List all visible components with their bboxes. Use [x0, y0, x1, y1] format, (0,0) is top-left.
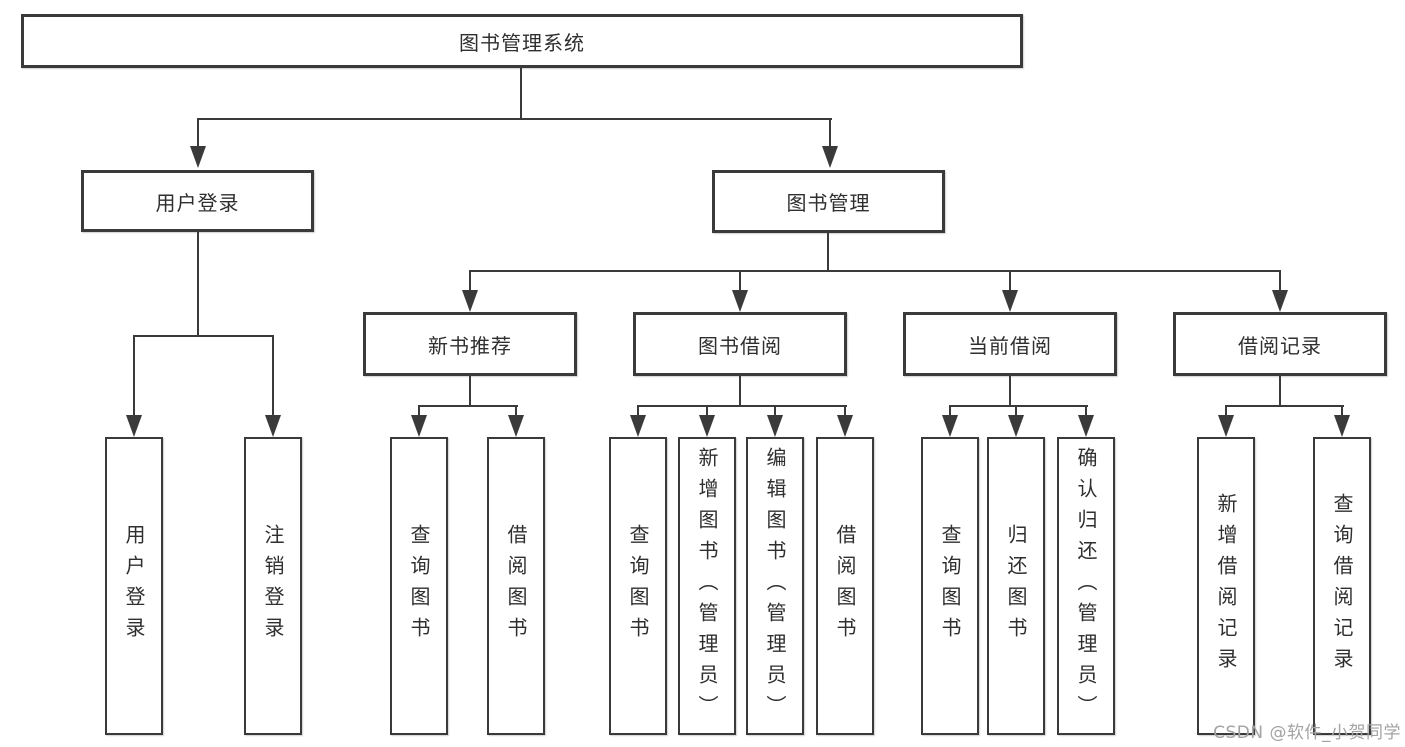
leaf-borrow-books-recommend: 借阅图书	[487, 437, 545, 735]
node-label: 借阅记录	[1238, 333, 1322, 358]
connector-line	[774, 405, 776, 419]
arrowhead	[822, 146, 838, 168]
node-user-login: 用户登录	[81, 170, 314, 232]
leaf-confirm-return-admin: 确认归还（管理员）	[1057, 437, 1115, 735]
connector-line	[133, 335, 274, 337]
leaf-query-borrow-record: 查询借阅记录	[1313, 437, 1371, 735]
leaf-return-books: 归还图书	[987, 437, 1045, 735]
connector-line	[1009, 270, 1011, 292]
leaf-logout: 注销登录	[244, 437, 302, 735]
arrowhead	[630, 415, 646, 437]
leaf-label: 注销登录	[261, 524, 285, 648]
connector-line	[469, 270, 471, 292]
arrowhead	[1002, 290, 1018, 312]
leaf-label: 查询借阅记录	[1330, 493, 1354, 679]
arrowhead	[1272, 290, 1288, 312]
leaf-query-books-recommend: 查询图书	[390, 437, 448, 735]
node-book-borrowing: 图书借阅	[633, 312, 847, 376]
connector-line	[1279, 376, 1281, 407]
arrowhead	[1078, 415, 1094, 437]
connector-line	[197, 118, 199, 150]
leaf-label: 查询图书	[626, 524, 650, 648]
leaf-label: 借阅图书	[504, 524, 528, 648]
arrowhead	[126, 415, 142, 437]
leaf-query-books-current: 查询图书	[921, 437, 979, 735]
connector-line	[272, 335, 274, 417]
connector-line	[844, 405, 846, 419]
leaf-add-borrow-record: 新增借阅记录	[1197, 437, 1255, 735]
leaf-label: 确认归还（管理员）	[1074, 446, 1098, 726]
connector-line	[469, 376, 471, 407]
leaf-add-books-admin: 新增图书（管理员）	[678, 437, 736, 735]
leaf-label: 查询图书	[407, 524, 431, 648]
node-label: 新书推荐	[428, 333, 512, 358]
connector-line	[133, 335, 135, 417]
connector-line	[827, 233, 829, 272]
node-label: 图书借阅	[698, 333, 782, 358]
arrowhead	[1334, 415, 1350, 437]
leaf-label: 新增借阅记录	[1214, 493, 1238, 679]
connector-line	[1085, 405, 1087, 419]
connector-line	[706, 405, 708, 419]
node-root-system: 图书管理系统	[21, 14, 1023, 68]
arrowhead	[508, 415, 524, 437]
connector-line	[197, 232, 199, 337]
watermark-text: CSDN @软件_小贺同学	[1213, 723, 1401, 743]
connector-line	[637, 405, 847, 407]
leaf-borrow-books: 借阅图书	[816, 437, 874, 735]
connector-line	[949, 405, 1088, 407]
connector-line	[418, 405, 420, 419]
node-borrowing-records: 借阅记录	[1173, 312, 1387, 376]
leaf-label: 归还图书	[1004, 524, 1028, 648]
leaf-user-login: 用户登录	[105, 437, 163, 735]
connector-line	[520, 68, 522, 120]
arrowhead	[1008, 415, 1024, 437]
node-label: 用户登录	[155, 190, 240, 215]
arrowhead	[190, 146, 206, 168]
connector-line	[1225, 405, 1344, 407]
leaf-query-books-borrowing: 查询图书	[609, 437, 667, 735]
arrowhead	[699, 415, 715, 437]
arrowhead	[265, 415, 281, 437]
leaf-label: 编辑图书（管理员）	[763, 446, 787, 726]
arrowhead	[942, 415, 958, 437]
leaf-label: 查询图书	[938, 524, 962, 648]
connector-line	[949, 405, 951, 419]
connector-line	[1279, 270, 1281, 292]
node-book-management: 图书管理	[712, 170, 945, 233]
leaf-label: 新增图书（管理员）	[695, 446, 719, 726]
arrowhead	[837, 415, 853, 437]
arrowhead	[462, 290, 478, 312]
arrowhead	[1218, 415, 1234, 437]
arrowhead	[411, 415, 427, 437]
node-label: 图书管理	[786, 191, 871, 215]
leaf-edit-books-admin: 编辑图书（管理员）	[746, 437, 804, 735]
leaf-label: 借阅图书	[833, 524, 857, 648]
node-new-book-recommend: 新书推荐	[363, 312, 577, 376]
connector-line	[1341, 405, 1343, 419]
arrowhead	[732, 290, 748, 312]
connector-line	[515, 405, 517, 419]
arrowhead	[767, 415, 783, 437]
connector-line	[1015, 405, 1017, 419]
leaf-label: 用户登录	[122, 524, 146, 648]
connector-line	[739, 270, 741, 292]
connector-line	[829, 118, 831, 150]
node-label: 当前借阅	[968, 333, 1052, 358]
connector-line	[1225, 405, 1227, 419]
connector-line	[637, 405, 639, 419]
connector-line	[418, 405, 518, 407]
connector-line	[197, 118, 832, 120]
node-label: 图书管理系统	[459, 30, 585, 55]
connector-line	[1009, 376, 1011, 407]
connector-line	[469, 270, 1281, 272]
connector-line	[739, 376, 741, 407]
node-current-borrowing: 当前借阅	[903, 312, 1117, 376]
